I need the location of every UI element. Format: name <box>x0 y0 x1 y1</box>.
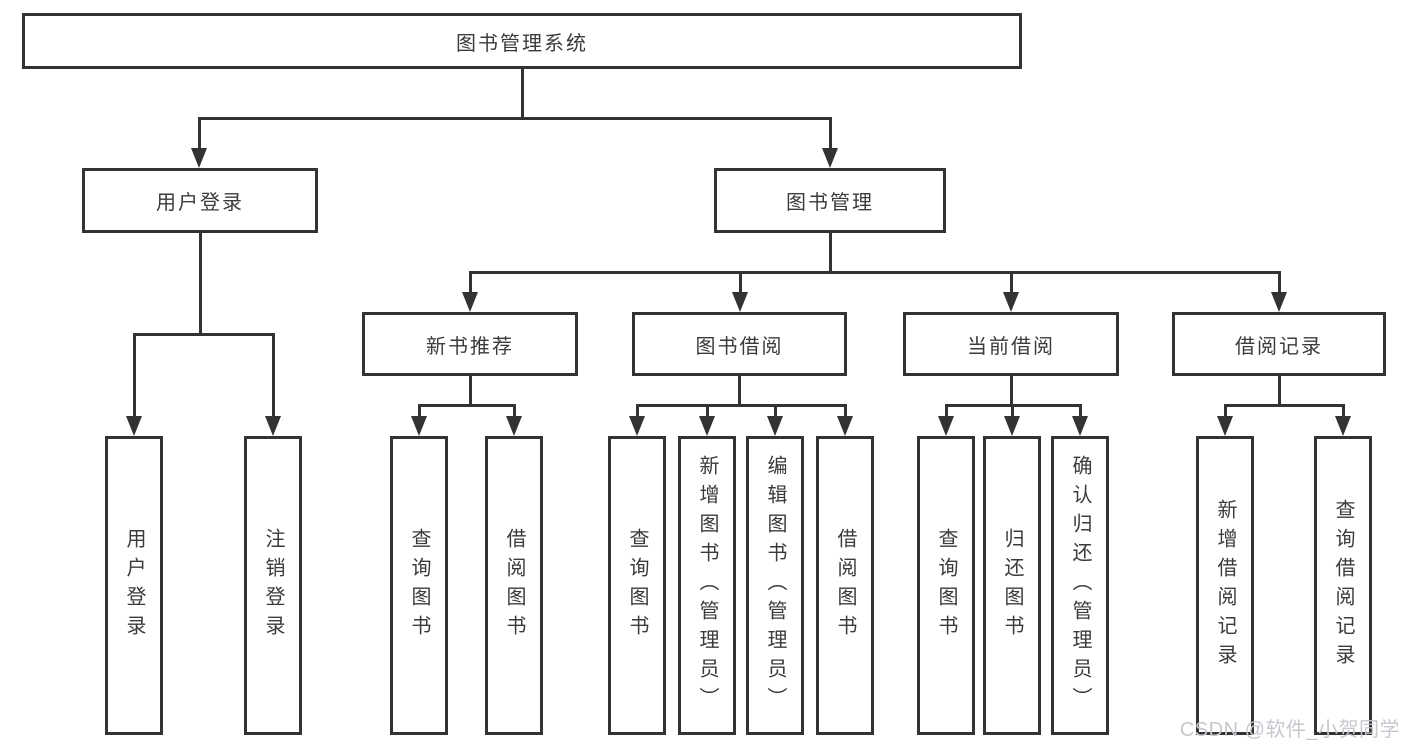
connector-vline <box>828 117 832 150</box>
connector-vline <box>1223 404 1227 420</box>
connector-hline <box>635 404 847 407</box>
arrowhead-down-icon <box>766 416 783 436</box>
node-label: 新书推荐 <box>426 335 514 358</box>
arrowhead-down-icon <box>410 416 427 436</box>
node-leaf-cb-return-books: 归还图书 <box>983 436 1041 735</box>
node-leaf-cb-confirm-return: 确认归还（管理员） <box>1051 436 1109 735</box>
node-label: 借阅图书 <box>503 527 525 644</box>
connector-vline <box>1010 404 1014 420</box>
arrowhead-down-icon <box>821 148 838 168</box>
node-label: 用户登录 <box>156 192 244 214</box>
connector-vline <box>1009 271 1013 296</box>
arrowhead-down-icon <box>1003 416 1020 436</box>
node-new-books: 新书推荐 <box>362 312 578 376</box>
node-label: 注销登录 <box>262 527 284 644</box>
connector-vline <box>271 333 275 420</box>
connector-vline <box>512 404 516 420</box>
watermark-text: CSDN @软件_小贺同学 <box>1179 719 1400 741</box>
node-root-label: 图书管理系统 <box>456 32 588 55</box>
node-book-borrow: 图书借阅 <box>632 312 847 376</box>
connector-hline <box>197 117 832 120</box>
node-user-login: 用户登录 <box>82 168 318 233</box>
connector-vline <box>705 404 709 420</box>
connector-vline <box>468 376 472 407</box>
connector-vline <box>468 271 472 296</box>
arrowhead-down-icon <box>461 292 478 312</box>
arrowhead-down-icon <box>1334 416 1351 436</box>
connector-vline <box>132 333 136 420</box>
arrowhead-down-icon <box>505 416 522 436</box>
arrowhead-down-icon <box>937 416 954 436</box>
arrowhead-down-icon <box>698 416 715 436</box>
arrowhead-down-icon <box>125 416 142 436</box>
node-label: 图书管理 <box>786 192 874 214</box>
connector-vline <box>843 404 847 420</box>
node-label: 借阅记录 <box>1235 335 1323 358</box>
connector-vline <box>198 233 202 336</box>
connector-vline <box>520 69 524 120</box>
node-leaf-br-query-record: 查询借阅记录 <box>1314 436 1372 735</box>
arrowhead-down-icon <box>264 416 281 436</box>
connector-vline <box>738 271 742 296</box>
connector-vline <box>738 376 741 407</box>
connector-vline <box>828 233 832 274</box>
node-book-mgmt: 图书管理 <box>714 168 946 233</box>
node-label: 用户登录 <box>123 527 145 644</box>
node-label: 查询图书 <box>935 527 957 644</box>
arrowhead-down-icon <box>731 292 748 312</box>
connector-vline <box>417 404 421 420</box>
connector-hline <box>417 404 516 407</box>
node-leaf-bb-add-books: 新增图书（管理员） <box>678 436 736 735</box>
node-label: 图书借阅 <box>695 335 784 358</box>
connector-vline <box>1009 376 1013 407</box>
node-leaf-bb-query-books: 查询图书 <box>608 436 666 735</box>
connector-vline <box>1341 404 1345 420</box>
arrowhead-down-icon <box>1071 416 1088 436</box>
node-leaf-nb-borrow-books: 借阅图书 <box>485 436 543 735</box>
arrowhead-down-icon <box>1002 292 1019 312</box>
node-label: 确认归还（管理员） <box>1069 455 1091 716</box>
node-leaf-bb-edit-books: 编辑图书（管理员） <box>746 436 804 735</box>
connector-hline <box>468 271 1281 274</box>
node-leaf-bb-borrow-books: 借阅图书 <box>816 436 874 735</box>
node-label: 查询图书 <box>626 527 648 644</box>
node-label: 新增借阅记录 <box>1214 498 1236 673</box>
connector-vline <box>1277 271 1281 296</box>
connector-hline <box>1223 404 1345 407</box>
connector-vline <box>197 117 201 150</box>
arrowhead-down-icon <box>1216 416 1233 436</box>
node-label: 归还图书 <box>1001 527 1023 644</box>
node-borrow-records: 借阅记录 <box>1172 312 1386 376</box>
connector-vline <box>1078 404 1082 420</box>
node-label: 当前借阅 <box>967 335 1055 358</box>
node-current-borrow: 当前借阅 <box>903 312 1119 376</box>
node-leaf-user-login: 用户登录 <box>105 436 163 735</box>
connector-vline <box>635 404 639 420</box>
arrowhead-down-icon <box>836 416 853 436</box>
arrowhead-down-icon <box>1270 292 1287 312</box>
node-label: 借阅图书 <box>834 527 856 644</box>
node-label: 查询图书 <box>408 527 430 644</box>
node-label: 新增图书（管理员） <box>696 455 718 716</box>
connector-vline <box>944 404 948 420</box>
node-leaf-cb-query-books: 查询图书 <box>917 436 975 735</box>
node-leaf-br-add-record: 新增借阅记录 <box>1196 436 1254 735</box>
node-label: 查询借阅记录 <box>1332 498 1354 673</box>
node-leaf-nb-query-books: 查询图书 <box>390 436 448 735</box>
arrowhead-down-icon <box>628 416 645 436</box>
connector-hline <box>132 333 275 336</box>
node-label: 编辑图书（管理员） <box>764 455 786 716</box>
connector-vline <box>773 404 777 420</box>
node-leaf-logout: 注销登录 <box>244 436 302 735</box>
node-root: 图书管理系统 <box>22 13 1022 69</box>
arrowhead-down-icon <box>190 148 207 168</box>
connector-vline <box>1277 376 1281 407</box>
